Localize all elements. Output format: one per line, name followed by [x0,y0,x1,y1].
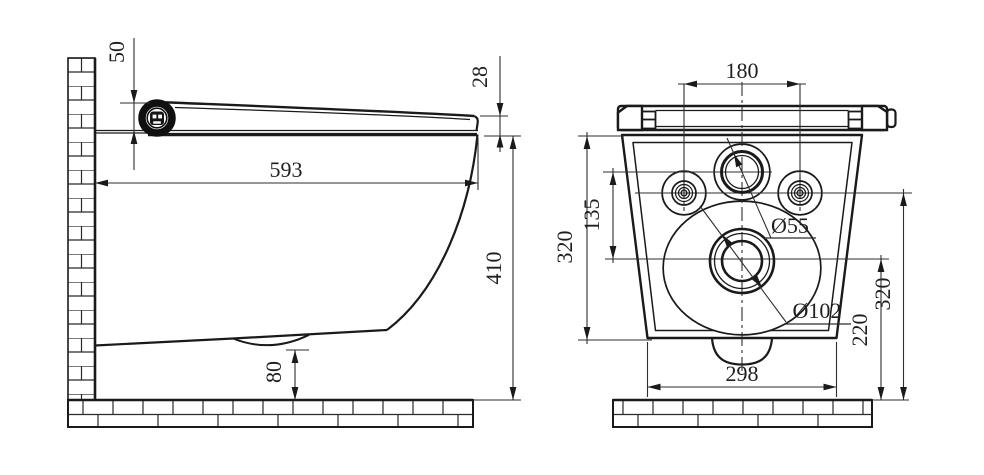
dim-base-width: 298 [646,342,838,397]
dim-label-410: 410 [481,252,506,285]
floor-section-left [67,398,474,428]
dim-label-320-left: 320 [552,231,577,264]
callout-drain-diameter: Ø102 [699,205,851,325]
dim-bolt-spacing: 180 [678,58,806,88]
hinge-cap-left [616,104,644,132]
dim-label-28: 28 [467,66,492,88]
toilet-side-profile [94,100,479,347]
rear-view: Ø55 Ø102 180 320 [552,58,912,428]
dim-seat-front-height: 28 [467,56,508,152]
seat-side-tab [885,108,897,129]
side-view: 50 28 593 410 [67,38,521,428]
dim-inlet-to-drain: 135 [579,168,617,263]
dim-label-220: 220 [847,314,872,347]
dim-label-inlet-dia: Ø55 [771,213,809,238]
dim-depth: 593 [95,138,479,190]
drain-outlet-hole [708,227,776,295]
dim-outlet-clearance: 80 [261,349,309,400]
dim-label-80: 80 [261,361,286,383]
dim-label-298: 298 [726,361,759,386]
dim-rim-to-floor: 410 [473,135,521,401]
seat-lid-front [616,104,897,132]
dim-label-drain-dia: Ø102 [793,298,842,323]
dim-drain-to-floor: 220 [847,255,885,400]
dim-label-320-right: 320 [870,278,895,311]
callout-inlet-diameter: Ø55 [726,137,816,239]
dim-label-50: 50 [104,41,129,63]
dim-boltline-to-floor: 320 [870,189,907,400]
water-inlet-hole [720,150,764,194]
dim-label-593: 593 [270,157,303,182]
fixing-hole-left [671,180,697,206]
hinge-cap-right [860,104,889,132]
fixing-hole-right [787,180,813,206]
dim-label-135: 135 [579,199,604,232]
hinge-damper-icon [150,111,164,125]
dim-seat-back-height: 50 [104,38,150,170]
seat-hinge-cap [138,99,176,137]
floor-section-right [612,398,909,428]
dim-mount-height: 320 [552,132,652,344]
dim-label-180: 180 [726,58,759,83]
wall-section [67,57,97,401]
